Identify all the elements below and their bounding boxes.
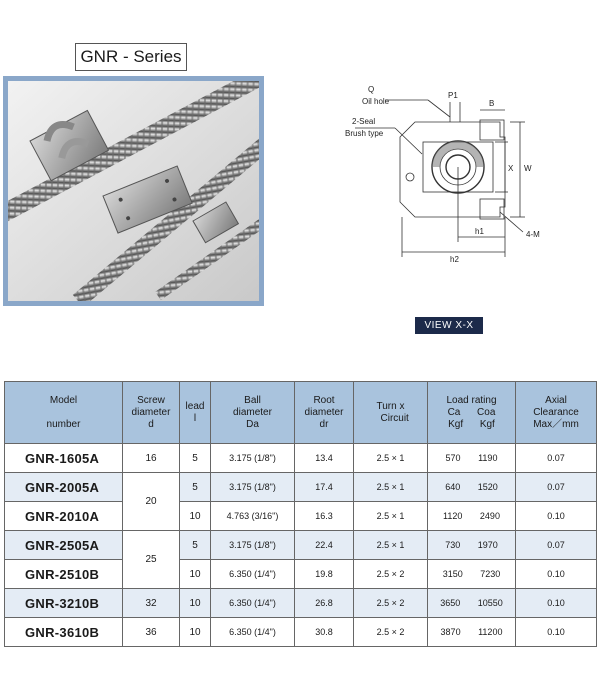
series-title: GNR - Series xyxy=(75,43,187,71)
cell-lead: 5 xyxy=(179,530,211,560)
cell-model: GNR-3210B xyxy=(4,588,123,618)
cell-ball: 3.175 (1/8") xyxy=(210,472,295,502)
label-h1: h1 xyxy=(475,227,484,236)
cell-turn: 2.5 × 2 xyxy=(353,617,428,647)
cell-axial: 0.10 xyxy=(515,588,597,618)
cell-root: 30.8 xyxy=(294,617,354,647)
cell-lead: 5 xyxy=(179,443,211,473)
cell-turn: 2.5 × 1 xyxy=(353,443,428,473)
cell-axial: 0.07 xyxy=(515,443,597,473)
cell-turn: 2.5 × 1 xyxy=(353,501,428,531)
cell-load: 570 1190 xyxy=(427,443,516,473)
cell-root: 19.8 xyxy=(294,559,354,589)
cell-ball: 6.350 (1/4") xyxy=(210,559,295,589)
cell-load: 3650 10550 xyxy=(427,588,516,618)
cell-axial: 0.10 xyxy=(515,559,597,589)
cell-axial: 0.07 xyxy=(515,530,597,560)
cell-load: 3150 7230 xyxy=(427,559,516,589)
ball-screw-illustration xyxy=(8,81,259,301)
cell-model: GNR-3610B xyxy=(4,617,123,647)
cell-axial: 0.07 xyxy=(515,472,597,502)
cell-ball: 4.763 (3/16") xyxy=(210,501,295,531)
cell-turn: 2.5 × 2 xyxy=(353,588,428,618)
cell-root: 13.4 xyxy=(294,443,354,473)
cell-model: GNR-1605A xyxy=(4,443,123,473)
product-photo xyxy=(3,76,264,306)
cell-screw: 32 xyxy=(122,588,180,618)
label-w: W xyxy=(524,164,532,173)
label-x: X xyxy=(508,164,514,173)
table-row: GNR-2005A 20 5 3.175 (1/8") 17.4 2.5 × 1… xyxy=(4,472,597,531)
table-row: GNR-3210B 32 10 6.350 (1/4") 26.8 2.5 × … xyxy=(4,588,597,618)
label-seal: 2-Seal xyxy=(352,117,375,126)
cell-turn: 2.5 × 1 xyxy=(353,472,428,502)
table-row: GNR-2510B 10 6.350 (1/4") 19.8 2.5 × 2 3… xyxy=(4,559,597,589)
cell-model: GNR-2505A xyxy=(4,530,123,560)
cell-turn: 2.5 × 1 xyxy=(353,530,428,560)
table-row: GNR-1605A 16 5 3.175 (1/8") 13.4 2.5 × 1… xyxy=(4,443,597,473)
cell-ball: 6.350 (1/4") xyxy=(210,617,295,647)
technical-drawing: Q Oil hole P1 B 2-Seal Brush type X W h1… xyxy=(345,85,540,264)
label-oil-hole: Oil hole xyxy=(362,97,390,106)
cell-root: 16.3 xyxy=(294,501,354,531)
cell-lead: 10 xyxy=(179,501,211,531)
cell-screw: 36 xyxy=(122,617,180,647)
cell-axial: 0.10 xyxy=(515,617,597,647)
table-row: GNR-2505A 25 5 3.175 (1/8") 22.4 2.5 × 1… xyxy=(4,530,597,589)
cell-lead: 10 xyxy=(179,617,211,647)
table-row: GNR-2010A 10 4.763 (3/16") 16.3 2.5 × 1 … xyxy=(4,501,597,531)
cell-model: GNR-2010A xyxy=(4,501,123,531)
label-q: Q xyxy=(368,85,374,94)
cell-load: 730 1970 xyxy=(427,530,516,560)
cell-ball: 6.350 (1/4") xyxy=(210,588,295,618)
cell-screw: 16 xyxy=(122,443,180,473)
cell-load: 1120 2490 xyxy=(427,501,516,531)
cell-screw: 25 xyxy=(122,530,180,589)
cell-lead: 10 xyxy=(179,588,211,618)
cell-turn: 2.5 × 2 xyxy=(353,559,428,589)
cell-axial: 0.10 xyxy=(515,501,597,531)
header-load: Load rating Ca Coa Kgf Kgf xyxy=(427,381,516,444)
cell-load: 640 1520 xyxy=(427,472,516,502)
cell-lead: 5 xyxy=(179,472,211,502)
label-4m: 4-M xyxy=(526,230,540,239)
cell-model: GNR-2005A xyxy=(4,472,123,502)
label-b: B xyxy=(489,99,494,108)
view-label: VIEW X-X xyxy=(415,317,483,334)
cell-root: 22.4 xyxy=(294,530,354,560)
label-brush: Brush type xyxy=(345,129,384,138)
table-row: GNR-3610B 36 10 6.350 (1/4") 30.8 2.5 × … xyxy=(4,617,597,647)
cell-root: 26.8 xyxy=(294,588,354,618)
cell-load: 3870 11200 xyxy=(427,617,516,647)
cell-ball: 3.175 (1/8") xyxy=(210,530,295,560)
cell-screw: 20 xyxy=(122,472,180,531)
label-p1: P1 xyxy=(448,91,458,100)
cell-root: 17.4 xyxy=(294,472,354,502)
header-turn: Turn x Circuit xyxy=(353,381,428,444)
cell-lead: 10 xyxy=(179,559,211,589)
cell-model: GNR-2510B xyxy=(4,559,123,589)
cell-ball: 3.175 (1/8") xyxy=(210,443,295,473)
label-h2: h2 xyxy=(450,255,459,264)
